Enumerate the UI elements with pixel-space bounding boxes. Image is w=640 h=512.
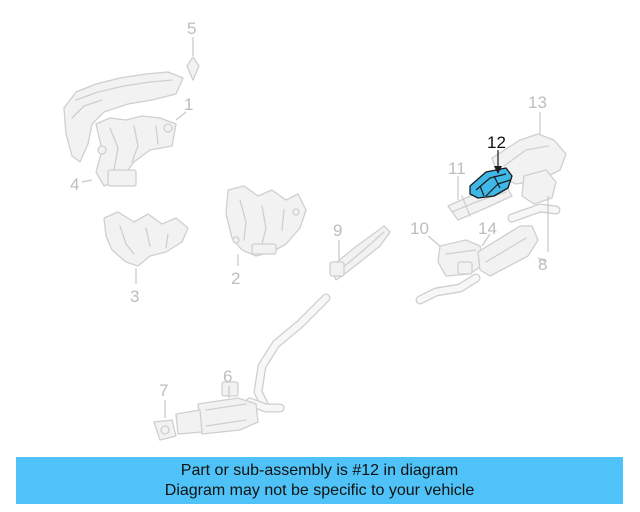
part-2-manifold: 2 [225,185,307,288]
part-3-heat-shield: 3 [103,211,189,306]
callout-3[interactable]: 3 [130,287,139,306]
callout-5[interactable]: 5 [187,19,196,38]
callout-13[interactable]: 13 [528,93,547,112]
callout-9[interactable]: 9 [333,221,342,240]
banner-line-part: Part or sub-assembly is #12 in diagram [180,462,459,479]
part-9-bracket: 9 [329,221,391,281]
callout-7[interactable]: 7 [159,381,168,400]
callout-14[interactable]: 14 [478,219,497,238]
part-6-front-pipe-converter: 6 [175,293,331,435]
callout-2[interactable]: 2 [231,269,240,288]
callout-8[interactable]: 8 [538,255,547,274]
banner-line-disclaimer: Diagram may not be specific to your vehi… [164,482,475,499]
callout-10[interactable]: 10 [410,219,429,238]
exploded-parts-diagram: 5 4 1 3 2 [63,19,567,441]
callout-11[interactable]: 11 [448,159,466,178]
part-5-gasket: 5 [186,19,200,81]
part-12-highlighted[interactable]: 12 [469,133,513,199]
part-8-muffler-tailpipe: 10 14 8 [410,196,561,305]
part-4-exhaust-manifold: 4 1 [63,71,193,194]
info-banner: Part or sub-assembly is #12 in diagram D… [16,457,623,504]
part-7-flange-gasket: 7 [153,381,177,441]
callout-1[interactable]: 1 [184,95,193,114]
callout-4[interactable]: 4 [70,175,79,194]
part-13-rear-heat-shield: 13 [491,93,567,205]
callout-6[interactable]: 6 [223,367,232,386]
callout-12[interactable]: 12 [487,133,506,152]
